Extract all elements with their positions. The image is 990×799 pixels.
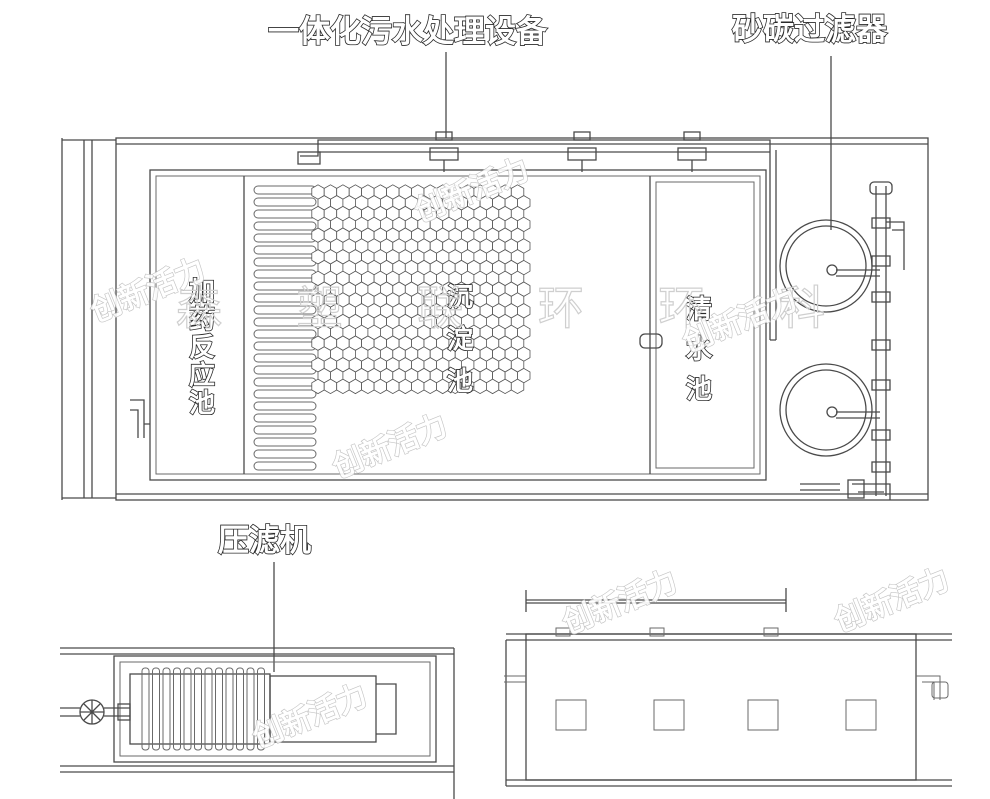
lamella-tube xyxy=(253,413,317,423)
hex-media-cell xyxy=(498,378,512,395)
lamella-tube xyxy=(253,221,317,231)
lamella-tube xyxy=(253,377,317,387)
hex-media-cell xyxy=(311,378,325,395)
watermark-faint-row: 森 塑 联 环 环 科 xyxy=(176,281,855,335)
filter-plate xyxy=(141,667,150,751)
filter-plate xyxy=(225,667,234,751)
integrated-equipment-plan xyxy=(61,131,929,501)
sand-carbon-filter-units xyxy=(779,181,905,500)
hex-media-cell xyxy=(473,378,487,395)
dosing-tank-text: 加药反应池 xyxy=(189,277,215,419)
sedimentation-tank-text: 沉淀池 xyxy=(447,283,474,397)
label-filter-press: 压滤机 xyxy=(218,523,311,559)
filter-plate xyxy=(194,667,202,751)
hex-media-cell xyxy=(348,378,363,395)
filter-plate xyxy=(236,667,244,751)
hex-media-cell xyxy=(485,378,500,395)
label-sedimentation-tank: 沉淀池 xyxy=(446,282,475,398)
hex-media-cell xyxy=(336,378,350,395)
lamella-tube xyxy=(253,305,317,315)
lamella-tube xyxy=(253,353,317,363)
hex-media-cell xyxy=(323,378,338,395)
hex-media-cell xyxy=(411,378,425,395)
watermark: 创新活力 xyxy=(557,564,682,642)
hex-media-cell xyxy=(510,378,525,395)
lamella-tube xyxy=(253,257,317,267)
lamella-tube xyxy=(253,197,317,207)
watermark: 创新活力 xyxy=(247,678,372,756)
lamella-tube xyxy=(253,365,317,375)
label-dosing-tank: 加药反应池 xyxy=(188,276,216,420)
hex-media-cell xyxy=(398,378,412,395)
lamella-tube xyxy=(253,281,317,291)
label-sand-carbon-filter: 砂碳过滤器 xyxy=(732,12,888,48)
lamella-tube xyxy=(253,329,317,339)
clear-water-tank-text: 清水池 xyxy=(686,295,713,405)
lamella-tube xyxy=(253,425,317,435)
hex-media-cell xyxy=(361,378,375,395)
lamella-tube xyxy=(253,401,317,411)
hex-media-cell xyxy=(386,378,400,395)
hex-media-cell xyxy=(373,378,388,395)
filter-plate xyxy=(152,667,160,751)
filter-plate xyxy=(183,667,192,751)
lamella-tube xyxy=(253,449,317,459)
lamella-tube xyxy=(253,185,317,195)
filter-plate xyxy=(204,667,213,751)
lamella-tube xyxy=(253,245,317,255)
watermark: 创新活力 xyxy=(829,562,954,640)
lamella-tube xyxy=(253,233,317,243)
lamella-tube xyxy=(253,209,317,219)
lamella-tube xyxy=(253,461,317,471)
filter-plate xyxy=(215,667,223,751)
equipment-side-view xyxy=(504,588,952,787)
lamella-tube xyxy=(253,389,317,399)
lamella-tube xyxy=(253,341,317,351)
label-integrated-equipment: 一体化污水处理设备 xyxy=(268,14,548,50)
filter-plate xyxy=(173,667,181,751)
filter-plate xyxy=(162,667,171,751)
lamella-tube xyxy=(253,269,317,279)
filter-plate xyxy=(246,667,255,751)
lamella-tube xyxy=(253,437,317,447)
hex-media-cell xyxy=(423,378,437,395)
label-clear-water-tank: 清水池 xyxy=(685,294,714,406)
filter-press-plan xyxy=(60,647,455,799)
filter-plate xyxy=(257,667,265,751)
